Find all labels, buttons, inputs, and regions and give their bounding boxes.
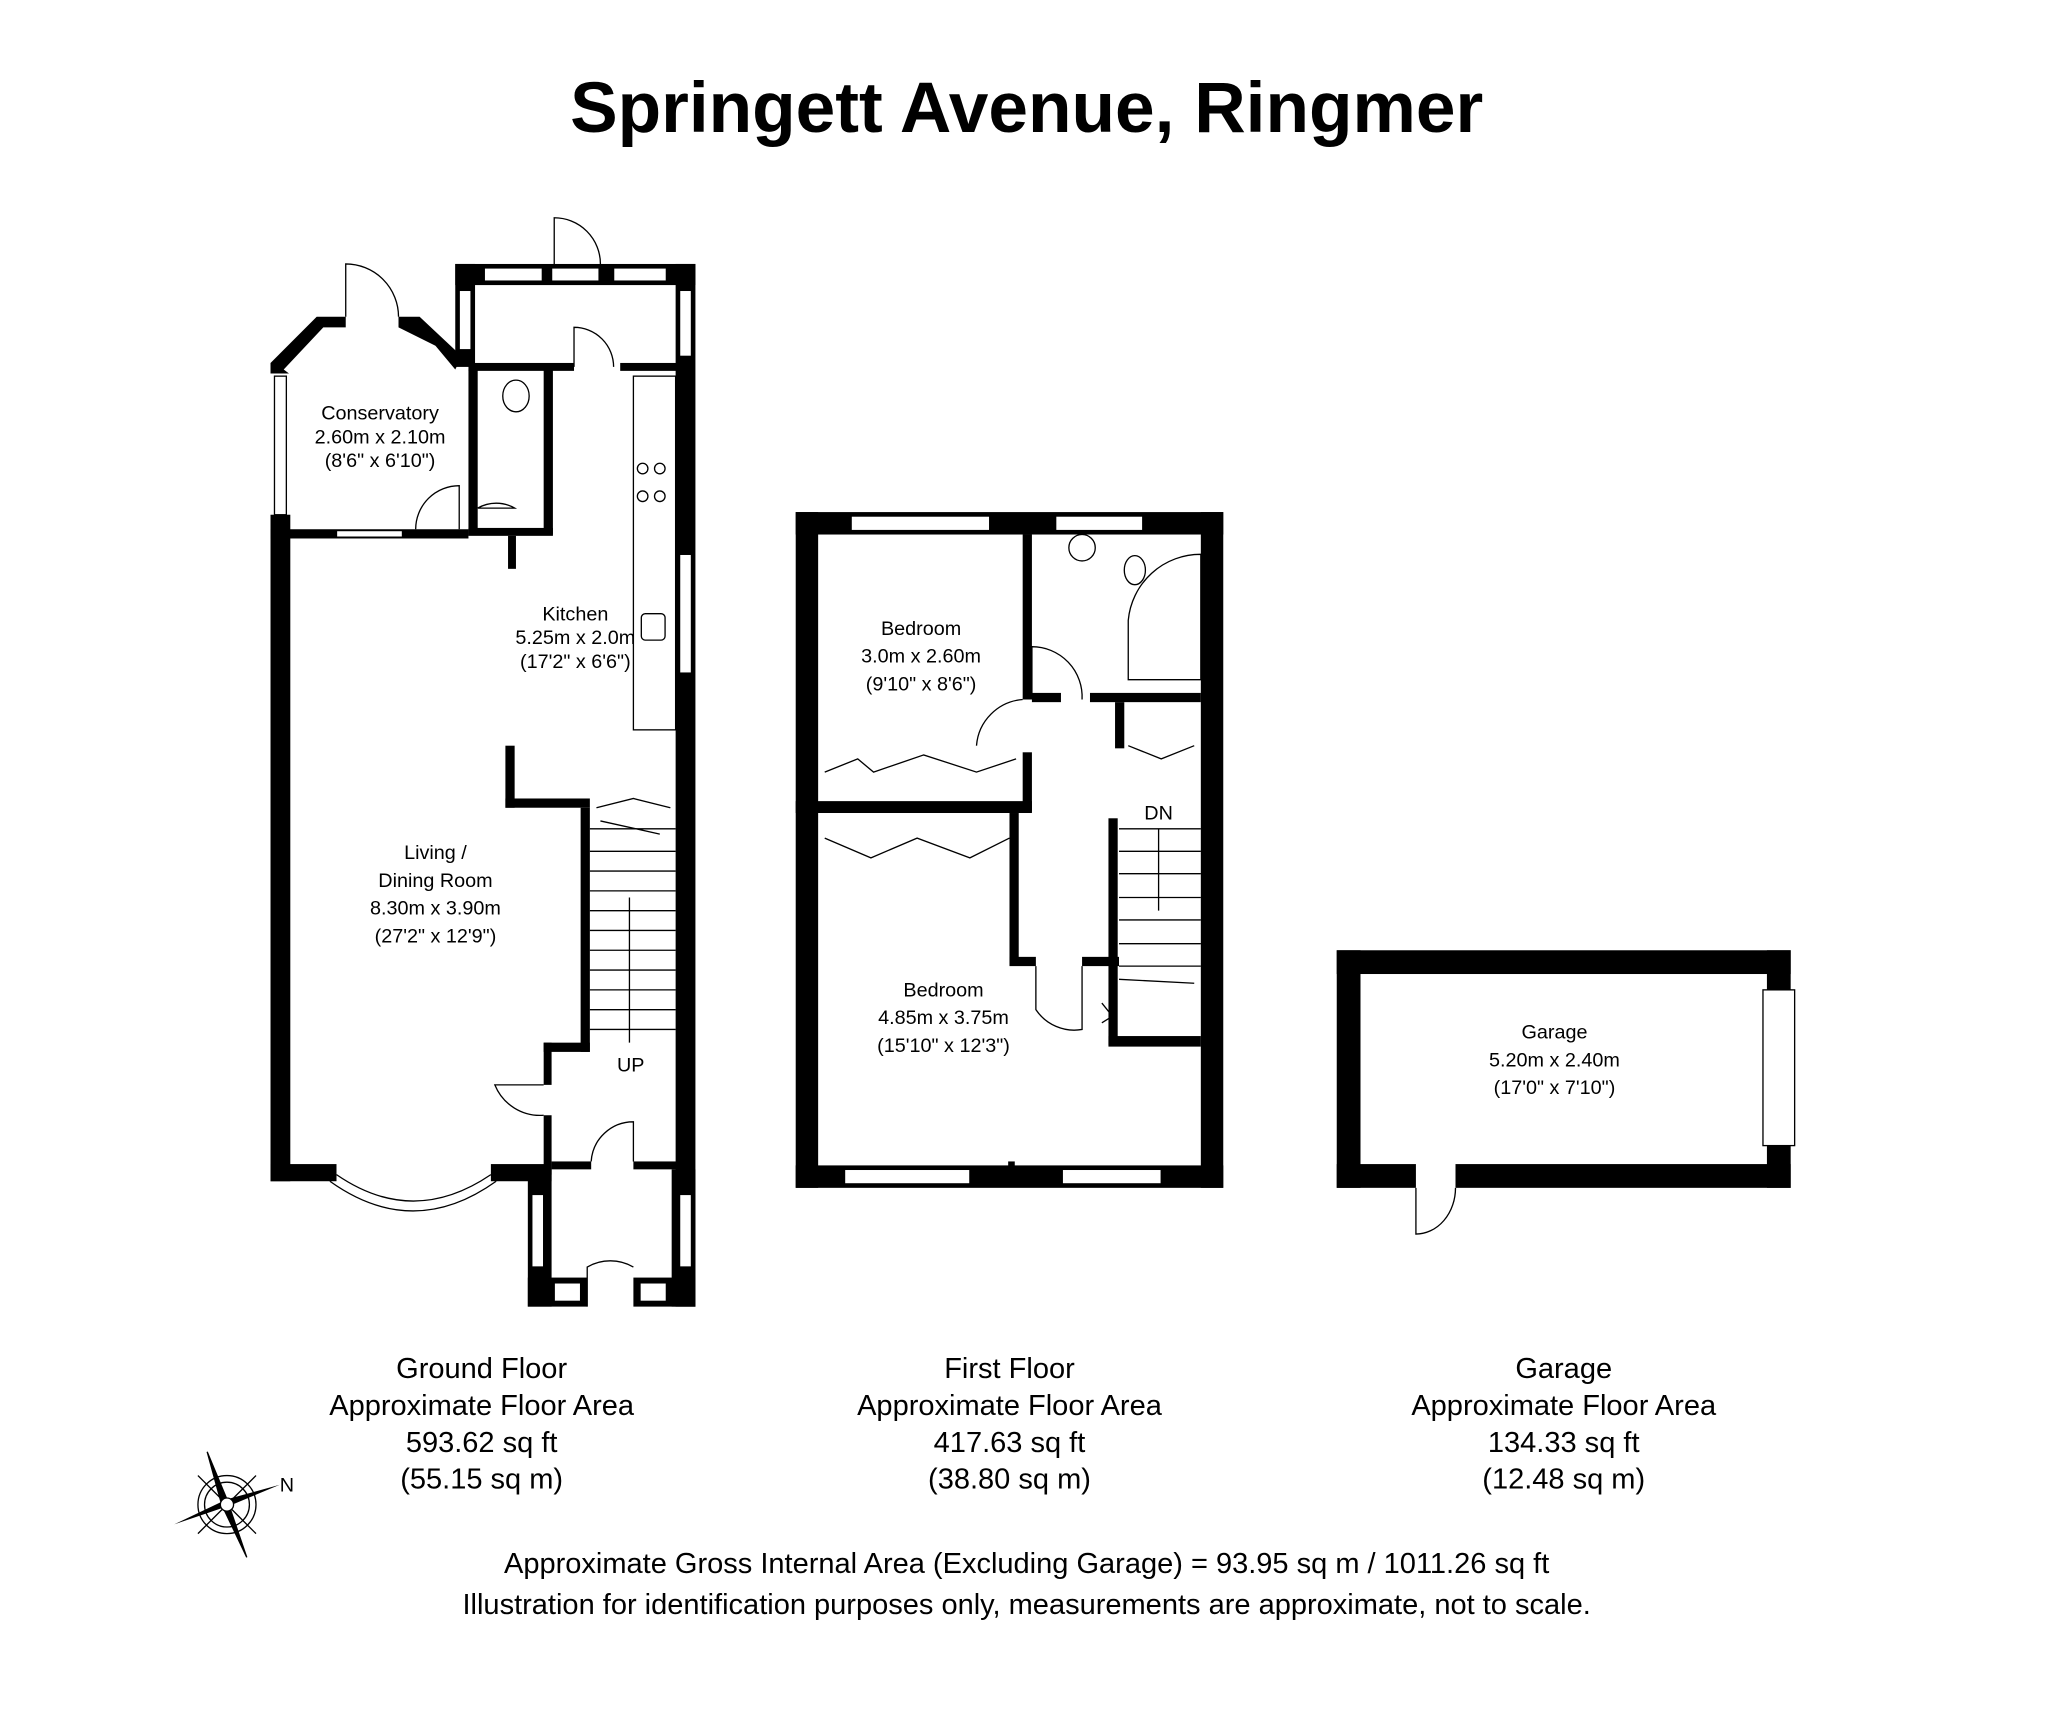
first-floor-plan: Bedroom 3.0m x 2.60m (9'10" x 8'6") Bedr…	[795, 512, 1224, 1188]
room-name-bedroom-1: Bedroom	[881, 618, 961, 640]
room-name-conservatory: Conservatory	[321, 403, 439, 425]
caption-label: Approximate Floor Area	[857, 1390, 1163, 1422]
room-imperial-conservatory: (8'6" x 6'10")	[325, 450, 436, 472]
room-metric-living: 8.30m x 3.90m	[370, 898, 501, 920]
caption-sqm: (38.80 sq m)	[928, 1464, 1091, 1496]
caption-sqm: (12.48 sq m)	[1482, 1464, 1645, 1496]
room-imperial-kitchen: (17'2" x 6'6")	[520, 651, 631, 673]
gross-area-text: Approximate Gross Internal Area (Excludi…	[504, 1548, 1549, 1580]
first-stairs	[1101, 828, 1201, 1024]
garage-caption: Garage Approximate Floor Area 134.33 sq …	[1411, 1353, 1717, 1496]
caption-sqm: (55.15 sq m)	[400, 1464, 563, 1496]
caption-sqft: 593.62 sq ft	[406, 1427, 558, 1459]
stairs-up-label: UP	[617, 1055, 644, 1077]
room-metric-garage: 5.20m x 2.40m	[1489, 1049, 1620, 1071]
room-imperial-living: (27'2" x 12'9")	[375, 925, 497, 947]
caption-name: First Floor	[944, 1353, 1075, 1385]
ground-stairs	[589, 797, 676, 1043]
room-name-living: Living /	[404, 842, 467, 864]
room-name-bedroom-2: Bedroom	[903, 979, 983, 1001]
room-metric-conservatory: 2.60m x 2.10m	[315, 426, 446, 448]
room-name-kitchen: Kitchen	[542, 603, 608, 625]
first-floor-caption: First Floor Approximate Floor Area 417.6…	[857, 1353, 1163, 1496]
compass-north-label: N	[280, 1474, 294, 1496]
page-title: Springett Avenue, Ringmer	[570, 68, 1483, 148]
room-name-dining: Dining Room	[378, 870, 492, 892]
compass-rose-icon: N	[174, 1451, 294, 1558]
caption-label: Approximate Floor Area	[1411, 1390, 1717, 1422]
room-imperial-bedroom-2: (15'10" x 12'3")	[877, 1035, 1010, 1057]
room-imperial-garage: (17'0" x 7'10")	[1494, 1077, 1616, 1099]
room-name-garage: Garage	[1521, 1022, 1587, 1044]
room-metric-kitchen: 5.25m x 2.0m	[515, 627, 635, 649]
disclaimer-text: Illustration for identification purposes…	[462, 1589, 1590, 1621]
ground-floor-plan: Conservatory 2.60m x 2.10m (8'6" x 6'10"…	[270, 217, 696, 1307]
room-metric-bedroom-1: 3.0m x 2.60m	[861, 646, 981, 668]
room-imperial-bedroom-1: (9'10" x 8'6")	[866, 673, 977, 695]
garage-plan: Garage 5.20m x 2.40m (17'0" x 7'10")	[1336, 950, 1796, 1235]
caption-name: Ground Floor	[396, 1353, 567, 1385]
caption-label: Approximate Floor Area	[329, 1390, 635, 1422]
caption-name: Garage	[1515, 1353, 1612, 1385]
ground-floor-caption: Ground Floor Approximate Floor Area 593.…	[329, 1353, 635, 1496]
caption-sqft: 134.33 sq ft	[1488, 1427, 1640, 1459]
caption-sqft: 417.63 sq ft	[934, 1427, 1086, 1459]
stairs-down-label: DN	[1144, 803, 1173, 825]
room-metric-bedroom-2: 4.85m x 3.75m	[878, 1007, 1009, 1029]
